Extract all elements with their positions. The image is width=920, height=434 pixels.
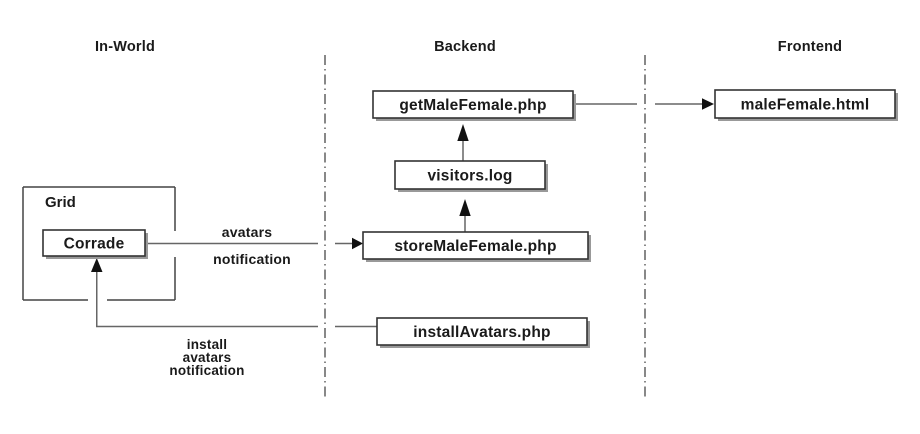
node-install-avatars: installAvatars.php [376, 317, 590, 348]
edge-label-install-notification: notification [169, 363, 244, 378]
node-male-female-html: maleFemale.html [714, 89, 898, 121]
edge-label-install-avatars: avatars [183, 350, 232, 365]
node-get-male-female-box [372, 90, 574, 119]
node-corrade-box [42, 229, 146, 257]
node-store-male-female-box [362, 231, 589, 260]
node-get-male-female-label: getMaleFemale.php [399, 97, 546, 114]
node-store-male-female-label: storeMaleFemale.php [394, 238, 556, 255]
node-install-avatars-box [376, 317, 588, 346]
node-male-female-html-label: maleFemale.html [741, 97, 870, 114]
node-store-male-female: storeMaleFemale.php [362, 231, 591, 262]
node-male-female-html-box [714, 89, 896, 119]
node-corrade-label: Corrade [64, 236, 125, 253]
node-grid-label: Grid [45, 194, 76, 211]
arrowhead-into-corrade [91, 258, 103, 272]
arrowhead-into-store-male-female [352, 237, 363, 250]
edge-label-notification: notification [213, 251, 291, 267]
edge-install-line-left [96, 272, 318, 328]
edge-avatars-notification: avatars notification [148, 224, 363, 267]
edge-install-avatars-notification: install avatars notification [91, 258, 377, 378]
edge-label-install: install [187, 337, 227, 352]
edge-store-to-visitors [459, 199, 471, 232]
edge-get-to-html [576, 98, 714, 110]
node-get-male-female: getMaleFemale.php [372, 90, 576, 121]
arrowhead-into-male-female-html [702, 98, 714, 110]
node-install-avatars-label: installAvatars.php [413, 324, 550, 341]
edge-visitors-to-get [457, 124, 469, 161]
edge-label-avatars: avatars [222, 224, 272, 240]
arrowhead-into-get-male-female [457, 124, 469, 141]
node-grid: Grid [22, 186, 176, 301]
lane-header-frontend: Frontend [778, 39, 842, 55]
node-visitors-log: visitors.log [394, 160, 548, 192]
arrowhead-into-visitors-log [459, 199, 471, 216]
lane-header-in-world: In-World [95, 39, 155, 55]
node-corrade: Corrade [42, 229, 148, 259]
node-visitors-log-box [394, 160, 546, 190]
lane-header-backend: Backend [434, 39, 496, 55]
node-visitors-log-label: visitors.log [427, 168, 512, 185]
